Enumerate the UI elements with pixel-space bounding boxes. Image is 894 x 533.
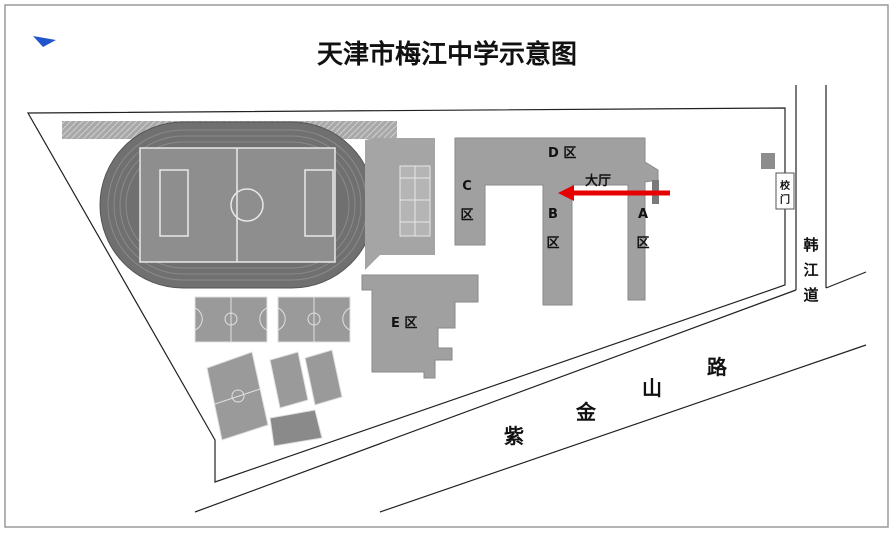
zone-d-label: D 区: [548, 146, 576, 161]
road-zijinshan-char-3: 山: [642, 376, 662, 400]
corner-marker-icon: [33, 36, 56, 47]
road-hanjiang-char-3: 道: [803, 286, 818, 304]
zijinshan-road-edge-bottom: [379, 344, 867, 513]
stadium: [62, 121, 397, 289]
guard-booth: [761, 153, 775, 169]
road-hanjiang-char-1: 韩: [803, 236, 818, 254]
zone-a-letter: A: [638, 207, 648, 222]
road-zijinshan-char-4: 路: [707, 355, 728, 379]
road-zijinshan-char-1: 紫: [504, 424, 524, 448]
basketball-courts: [194, 296, 351, 447]
map-title: 天津市梅江中学示意图: [317, 39, 577, 70]
hanjiang-road-corner: [825, 271, 867, 289]
zijinshan-road-edge-top: [194, 289, 797, 513]
road-zijinshan-char-2: 金: [575, 400, 597, 424]
zone-b-char: 区: [546, 236, 559, 251]
zone-a-char: 区: [636, 236, 649, 251]
zone-b-letter: B: [548, 207, 558, 222]
gate-label-line1: 校: [780, 179, 791, 192]
hall-label: 大厅: [585, 173, 611, 189]
road-hanjiang-char-2: 江: [803, 261, 818, 279]
zone-c-letter: C: [462, 179, 472, 194]
school-gate: [775, 172, 795, 210]
zone-e-label: E 区: [391, 316, 417, 331]
zone-c-char: 区: [460, 208, 473, 223]
hall-arrow-icon: [558, 185, 670, 201]
gate-label-line2: 门: [780, 193, 790, 206]
building-cdba: [454, 137, 659, 306]
building-e: [361, 274, 479, 379]
